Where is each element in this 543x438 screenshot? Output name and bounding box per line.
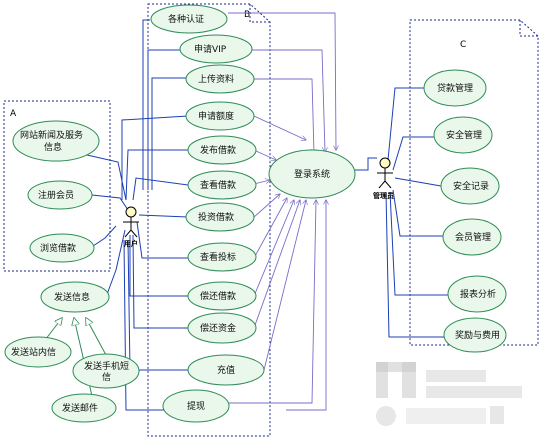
system-label-b: B xyxy=(244,10,250,20)
use-case-withdraw[interactable]: 提现 xyxy=(162,389,230,423)
use-case-sms-label-line1: 发送手机短 xyxy=(84,360,129,372)
use-case-repay-loan-label: 偿还借款 xyxy=(200,290,236,302)
actor-admin-label: 管理员 xyxy=(373,191,394,200)
use-case-mail-label: 发送邮件 xyxy=(62,402,98,414)
use-case-recharge[interactable]: 充值 xyxy=(187,354,265,386)
use-case-repay-loan[interactable]: 偿还借款 xyxy=(187,281,257,311)
actor-admin[interactable]: 管理员 xyxy=(373,157,394,200)
use-case-login-label: 登录系统 xyxy=(294,168,330,180)
use-case-cert-label: 各种认证 xyxy=(168,13,204,25)
use-case-recharge-label: 充值 xyxy=(217,364,235,376)
use-case-browse-label: 浏览借款 xyxy=(40,242,76,254)
use-case-quota[interactable]: 申请额度 xyxy=(185,101,255,131)
use-case-login[interactable]: 登录系统 xyxy=(268,149,356,199)
use-case-report[interactable]: 报表分析 xyxy=(447,275,507,313)
use-case-loan-mgmt-label: 贷款管理 xyxy=(437,82,473,94)
use-case-reward-label: 奖励与费用 xyxy=(455,329,500,341)
connectors-user-center xyxy=(121,19,189,411)
use-case-repay-fund[interactable]: 偿还资金 xyxy=(187,312,257,344)
watermark-logo xyxy=(376,362,522,426)
use-case-member-mgmt[interactable]: 会员管理 xyxy=(442,218,502,256)
system-boundary-a: A xyxy=(3,100,111,272)
use-case-register-label: 注册会员 xyxy=(38,189,74,201)
actor-user-label: 用户 xyxy=(124,239,138,248)
use-case-repay-fund-label: 偿还资金 xyxy=(200,322,236,334)
use-case-news-label-line2: 信息 xyxy=(44,141,62,153)
use-case-loan-mgmt[interactable]: 贷款管理 xyxy=(423,69,487,107)
use-case-sms-label-line2: 信 xyxy=(102,371,111,383)
use-case-invest-label: 投资借款 xyxy=(198,211,234,223)
use-case-quota-label: 申请额度 xyxy=(198,110,234,122)
actor-user[interactable]: 用户 xyxy=(123,206,139,248)
system-label-c: C xyxy=(460,40,466,50)
system-boundary-c: C xyxy=(409,19,539,346)
use-case-sms[interactable]: 发送手机短 信 xyxy=(72,353,140,389)
use-case-report-label: 报表分析 xyxy=(460,288,496,300)
use-case-sec-log[interactable]: 安全记录 xyxy=(440,167,500,205)
use-case-news[interactable]: 网站新闻及服务 信息 xyxy=(12,120,100,162)
use-case-member-mgmt-label: 会员管理 xyxy=(455,231,491,243)
use-case-upload[interactable]: 上传资料 xyxy=(185,64,255,94)
use-case-publish-label: 发布借款 xyxy=(200,144,236,156)
use-case-sec-mgmt[interactable]: 安全管理 xyxy=(433,116,493,154)
use-case-sec-mgmt-label: 安全管理 xyxy=(446,129,482,141)
use-case-cert[interactable]: 各种认证 xyxy=(150,4,228,34)
use-case-browse[interactable]: 浏览借款 xyxy=(29,233,95,263)
use-case-site-msg[interactable]: 发送站内信 xyxy=(4,336,72,368)
include-arrows xyxy=(222,12,336,411)
use-case-view-loan-label: 查看借款 xyxy=(200,179,236,191)
use-case-invest[interactable]: 投资借款 xyxy=(185,202,255,232)
use-case-news-label-line1: 网站新闻及服务 xyxy=(20,129,83,141)
use-case-view-loan[interactable]: 查看借款 xyxy=(187,170,257,200)
connectors-left xyxy=(86,154,129,298)
use-case-withdraw-label: 提现 xyxy=(187,401,205,412)
use-case-view-bid[interactable]: 查看投标 xyxy=(187,242,257,272)
use-case-send-info[interactable]: 发送信息 xyxy=(40,281,110,313)
system-boundary-b: B xyxy=(147,3,271,437)
use-case-publish[interactable]: 发布借款 xyxy=(187,135,257,165)
use-case-view-bid-label: 查看投标 xyxy=(200,251,236,263)
use-case-upload-label: 上传资料 xyxy=(198,73,234,85)
use-case-vip[interactable]: 申请VIP xyxy=(179,34,253,64)
use-case-site-msg-label: 发送站内信 xyxy=(11,346,56,358)
connectors-admin xyxy=(355,87,448,338)
use-case-send-info-label: 发送信息 xyxy=(54,291,90,303)
use-case-mail[interactable]: 发送邮件 xyxy=(51,393,117,423)
use-case-sec-log-label: 安全记录 xyxy=(453,180,489,192)
system-label-a: A xyxy=(10,109,17,119)
use-case-vip-label: 申请VIP xyxy=(194,43,227,55)
use-case-register[interactable]: 注册会员 xyxy=(27,180,93,210)
use-case-reward[interactable]: 奖励与费用 xyxy=(443,317,507,353)
